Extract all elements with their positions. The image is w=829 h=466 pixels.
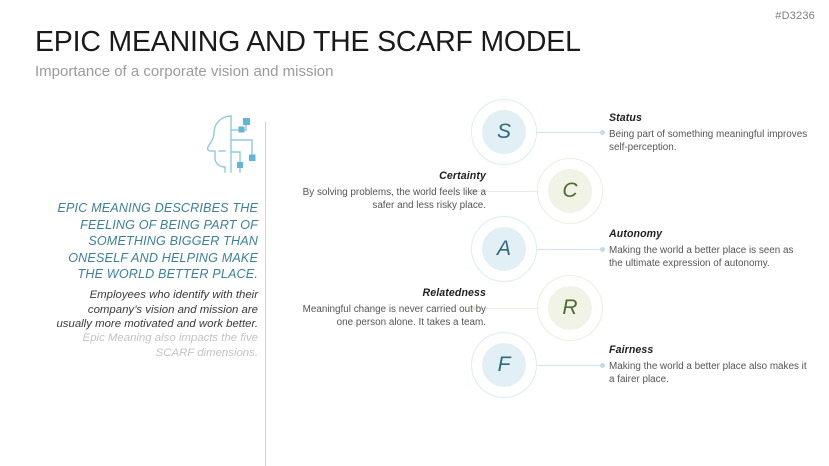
scarf-label-status: Status Being part of something meaningfu…: [609, 112, 809, 154]
vertical-divider: [265, 122, 266, 466]
connector-certainty: [471, 189, 537, 194]
scarf-node-letter: S: [482, 110, 526, 154]
scarf-label-body: Making the world a better place is seen …: [609, 245, 794, 269]
epic-meaning-quote-primary: EPIC MEANING DESCRIBES THE FEELING OF BE…: [57, 201, 258, 282]
connector-dot: [471, 189, 476, 194]
scarf-node-autonomy[interactable]: A: [471, 216, 537, 282]
scarf-label-autonomy: Autonomy Making the world a better place…: [609, 228, 809, 270]
connector-autonomy: [537, 247, 605, 252]
scarf-label-body: Being part of something meaningful impro…: [609, 129, 808, 153]
scarf-node-letter: F: [482, 343, 526, 387]
head-circuit-icon: [200, 112, 260, 174]
scarf-node-status[interactable]: S: [471, 99, 537, 165]
connector-relatedness: [471, 306, 537, 311]
connector-fairness: [537, 363, 605, 368]
epic-meaning-quote-tertiary: Epic Meaning also impacts the five SCARF…: [82, 332, 258, 359]
scarf-label-body: Making the world a better place also mak…: [609, 361, 807, 385]
scarf-label-body: Meaningful change is never carried out b…: [302, 304, 486, 328]
scarf-label-certainty: Certainty By solving problems, the world…: [286, 170, 486, 212]
scarf-node-letter: C: [548, 169, 592, 213]
connector-dot: [600, 130, 605, 135]
scarf-label-heading: Certainty: [439, 170, 486, 182]
scarf-node-certainty[interactable]: C: [537, 158, 603, 224]
scarf-node-letter: R: [548, 286, 592, 330]
scarf-node-letter: A: [482, 227, 526, 271]
scarf-label-relatedness: Relatedness Meaningful change is never c…: [286, 287, 486, 329]
scarf-node-fairness[interactable]: F: [471, 332, 537, 398]
epic-meaning-quote-secondary: Employees who identify with their compan…: [56, 289, 258, 331]
scarf-label-body: By solving problems, the world feels lik…: [302, 187, 486, 211]
document-code: #D3236: [775, 10, 815, 22]
page-title: EPIC MEANING AND THE SCARF MODEL: [35, 26, 581, 58]
scarf-label-heading: Status: [609, 112, 642, 124]
scarf-label-heading: Autonomy: [609, 228, 663, 240]
scarf-label-heading: Relatedness: [422, 287, 486, 299]
page-subtitle: Importance of a corporate vision and mis…: [35, 63, 334, 80]
scarf-label-fairness: Fairness Making the world a better place…: [609, 344, 809, 386]
connector-status: [537, 130, 605, 135]
connector-dot: [600, 363, 605, 368]
connector-dot: [471, 306, 476, 311]
connector-dot: [600, 247, 605, 252]
scarf-node-relatedness[interactable]: R: [537, 275, 603, 341]
scarf-label-heading: Fairness: [609, 344, 654, 356]
